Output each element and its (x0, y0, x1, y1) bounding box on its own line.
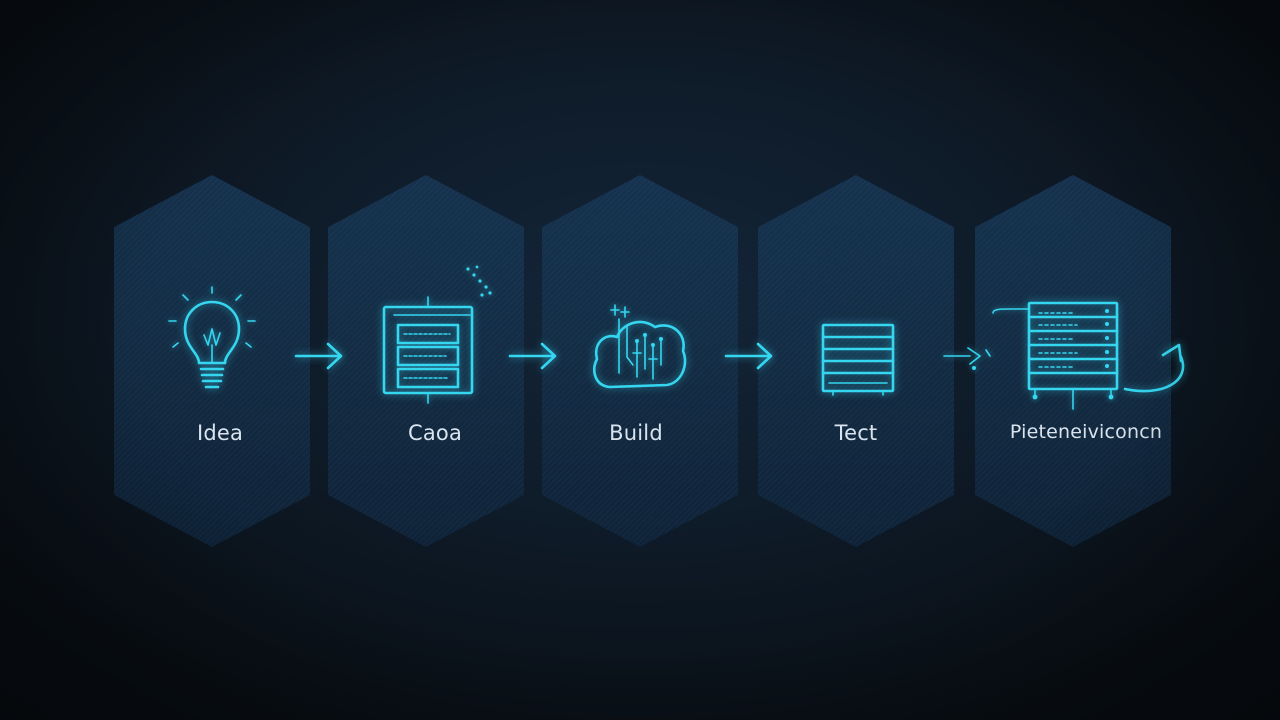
server-rack-icon (803, 285, 913, 405)
step-label-code: Caoa (407, 421, 463, 445)
arrow-right-icon (292, 336, 348, 376)
step-label-test: Tect (834, 421, 878, 445)
arrow-right-icon (506, 336, 562, 376)
hexagon-step-deploy (975, 175, 1171, 547)
step-label-build: Build (609, 421, 663, 445)
step-label-idea: Idea (196, 421, 244, 445)
hexagon-step-build (542, 175, 738, 547)
hexagon-step-code (328, 175, 524, 547)
arrow-right-icon (940, 336, 996, 376)
deploy-server-icon (992, 285, 1185, 410)
step-label-deploy: Pieteneiviconcn (1009, 421, 1163, 443)
arrow-right-icon (722, 336, 778, 376)
lightbulb-icon (157, 285, 267, 405)
code-window-icon (374, 265, 492, 405)
circuit-cloud-icon (585, 285, 695, 405)
